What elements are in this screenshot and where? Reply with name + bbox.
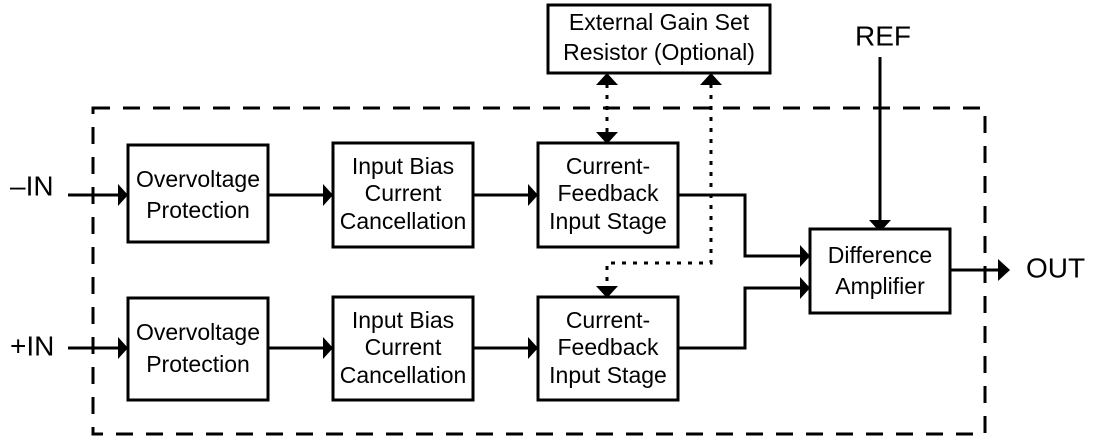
wire-overvoltage-to-input-bias-top	[268, 184, 333, 206]
block-overvoltage-protection-top-box	[126, 143, 270, 244]
wire-bottom-stage-to-difference-amplifier	[678, 277, 810, 350]
block-input-bias-cancellation-top-line3: Cancellation	[340, 208, 467, 234]
block-difference-amplifier-line1: Difference	[828, 242, 932, 268]
wire-input-bias-to-current-feedback-top	[473, 184, 538, 206]
block-current-feedback-input-stage-top-box	[536, 141, 680, 249]
block-external-gain-resistor-box	[546, 3, 772, 75]
wire-minus-in-to-overvoltage	[68, 184, 128, 206]
block-input-bias-cancellation-top: Input Bias Current Cancellation	[331, 141, 475, 249]
block-current-feedback-input-stage-top-line1: Current-	[566, 153, 650, 179]
block-overvoltage-protection-top: Overvoltage Protection	[126, 143, 270, 244]
block-difference-amplifier-line2: Amplifier	[835, 273, 925, 299]
block-input-bias-cancellation-bottom-line3: Cancellation	[340, 362, 467, 388]
block-input-bias-cancellation-bottom-line2: Current	[365, 334, 442, 360]
block-current-feedback-input-stage-bottom-line2: Feedback	[557, 334, 659, 360]
block-input-bias-cancellation-top-line2: Current	[365, 180, 442, 206]
block-overvoltage-protection-bottom: Overvoltage Protection	[126, 296, 270, 402]
block-overvoltage-protection-top-line2: Protection	[146, 197, 250, 223]
block-current-feedback-input-stage-bottom-line1: Current-	[566, 307, 650, 333]
block-input-bias-cancellation-top-line1: Input Bias	[352, 153, 454, 179]
block-current-feedback-input-stage-bottom-line3: Input Stage	[549, 362, 667, 388]
wire-overvoltage-to-input-bias-bottom	[268, 337, 333, 359]
arrowhead-up-to-resistor-right	[700, 73, 722, 85]
block-external-gain-resistor-line2: Resistor (Optional)	[563, 39, 755, 65]
block-external-gain-resistor: External Gain Set Resistor (Optional)	[546, 3, 772, 75]
block-overvoltage-protection-bottom-line1: Overvoltage	[136, 319, 260, 345]
block-input-bias-cancellation-bottom-box	[331, 295, 475, 402]
block-input-bias-cancellation-bottom: Input Bias Current Cancellation	[331, 295, 475, 402]
block-external-gain-resistor-line1: External Gain Set	[569, 9, 750, 35]
arrowhead-down-to-bottom-stage	[596, 286, 618, 298]
arrowhead-up-to-resistor	[596, 73, 618, 85]
block-input-bias-cancellation-bottom-line1: Input Bias	[352, 307, 454, 333]
wire-input-bias-to-current-feedback-bottom	[473, 337, 538, 359]
port-label-minus-in: –IN	[10, 170, 54, 201]
block-overvoltage-protection-top-line1: Overvoltage	[136, 166, 260, 192]
block-current-feedback-input-stage-top: Current- Feedback Input Stage	[536, 141, 680, 249]
wire-ref-to-difference-amplifier	[869, 57, 891, 232]
block-current-feedback-input-stage-top-line2: Feedback	[557, 180, 659, 206]
wire-plus-in-to-overvoltage	[68, 337, 128, 359]
port-label-plus-in: +IN	[10, 330, 54, 361]
block-overvoltage-protection-bottom-box	[126, 296, 270, 402]
block-difference-amplifier: Difference Amplifier	[808, 227, 952, 315]
port-label-out: OUT	[1026, 252, 1085, 283]
wire-difference-amplifier-to-out	[950, 259, 1010, 281]
wire-gain-resistor-to-bottom-stage	[596, 73, 722, 298]
block-current-feedback-input-stage-top-line3: Input Stage	[549, 208, 667, 234]
port-label-ref: REF	[855, 20, 911, 51]
wire-gain-resistor-to-top-stage	[596, 73, 618, 144]
block-overvoltage-protection-bottom-line2: Protection	[146, 351, 250, 377]
block-current-feedback-input-stage-bottom: Current- Feedback Input Stage	[536, 295, 680, 402]
arrowhead-down-to-top-stage	[596, 132, 618, 144]
wire-top-stage-to-difference-amplifier	[678, 193, 810, 267]
